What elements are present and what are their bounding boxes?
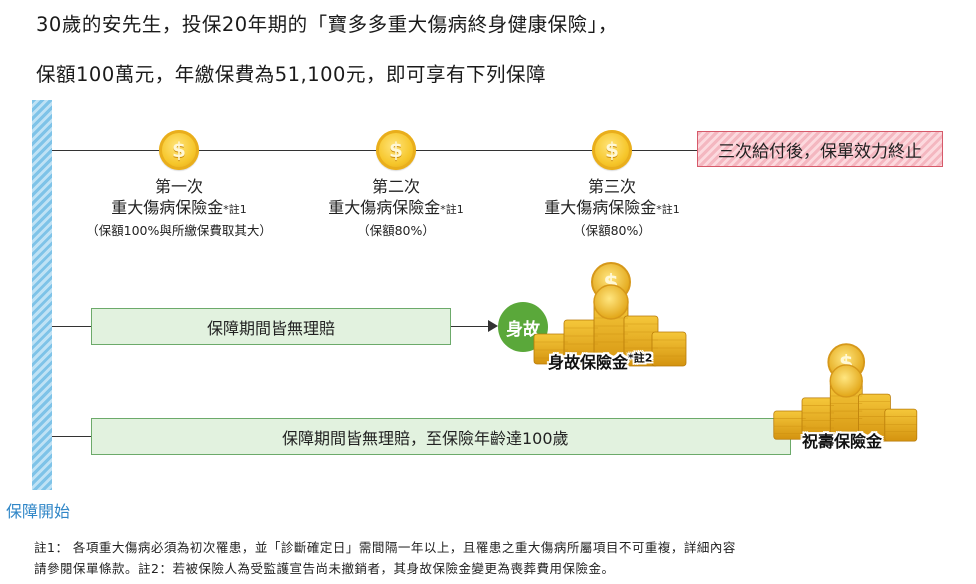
heading-line-2: 保額100萬元，年繳保費為51,100元，即可享有下列保障 [36, 63, 546, 86]
claim-title: 第二次 [371, 177, 420, 196]
coverage-timeline [32, 100, 52, 490]
claim-name: 重大傷病保險金 [111, 198, 224, 217]
death-benefit-note: *註2 [628, 351, 653, 365]
claim-title: 第三次 [587, 177, 636, 196]
claim-name: 重大傷病保險金 [328, 198, 441, 217]
no-claim-bar: 保障期間皆無理賠 [91, 308, 451, 345]
claim-detail: （保額100%與所繳保費取其大） [86, 223, 272, 238]
arrow-shaft [451, 326, 489, 327]
footnote-line-1: 註1： 各項重大傷病必須為初次罹患，並「診斷確定日」需間隔一年以上，且罹患之重大… [34, 540, 736, 555]
claim-detail: （保額80%） [357, 223, 435, 238]
claim-name: 重大傷病保險金 [544, 198, 657, 217]
claim-note: *註1 [656, 203, 680, 216]
footnote-line-2: 請參閱保單條款。註2：若被保險人為受監護宣告尚未撤銷者，其身故保險金變更為喪葬費… [34, 561, 615, 576]
age-bar: 保障期間皆無理賠，至保險年齡達100歲 [91, 418, 791, 455]
claim-detail: （保額80%） [573, 223, 651, 238]
claim-note: *註1 [440, 203, 464, 216]
claim-first: 第一次 重大傷病保險金*註1 （保額100%與所繳保費取其大） [69, 176, 289, 241]
arrow-right-icon [488, 320, 498, 332]
death-benefit-label: 身故保險金*註2 [548, 349, 652, 373]
longevity-benefit-label: 祝壽保險金 [802, 432, 883, 451]
claim-third: 第三次 重大傷病保險金*註1 （保額80%） [502, 176, 722, 241]
connector-line [52, 436, 92, 437]
connector-line [52, 326, 92, 327]
heading-line-1: 30歲的安先生，投保20年期的「寶多多重大傷病終身健康保險」， [36, 13, 618, 36]
claims-line [52, 150, 697, 151]
claim-note: *註1 [223, 203, 247, 216]
coin-pile-icon: $ [533, 262, 687, 369]
claim-title: 第一次 [154, 177, 203, 196]
coverage-start-label: 保障開始 [6, 502, 71, 521]
coin-pile-icon: $ [773, 343, 918, 444]
policy-termination-box: 三次給付後，保單效力終止 [697, 131, 943, 167]
death-benefit-text: 身故保險金 [548, 353, 629, 372]
claim-second: 第二次 重大傷病保險金*註1 （保額80%） [286, 176, 506, 241]
dollar-coin-icon: $ [592, 130, 632, 170]
dollar-coin-icon: $ [376, 130, 416, 170]
dollar-coin-icon: $ [159, 130, 199, 170]
